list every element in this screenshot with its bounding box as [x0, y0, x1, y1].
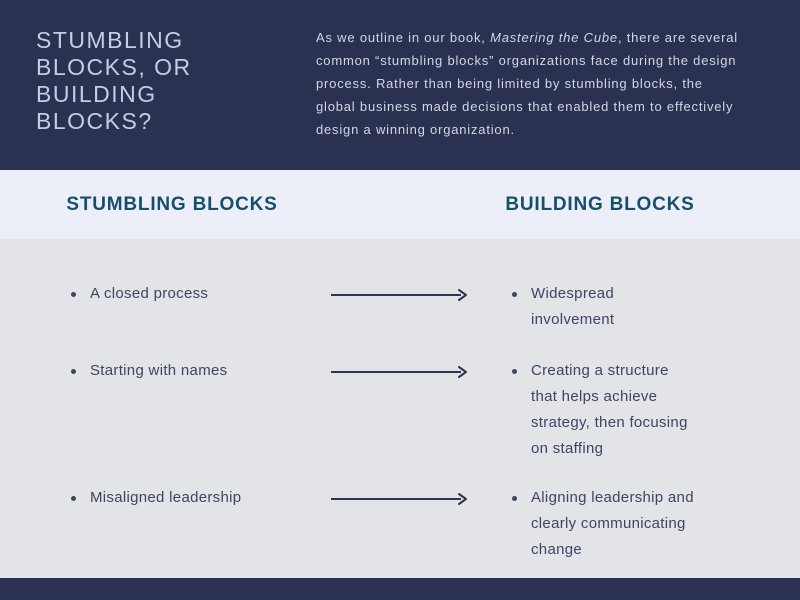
hero-header: STUMBLING BLOCKS, OR BUILDING BLOCKS? As…	[0, 0, 800, 170]
page-title: STUMBLING BLOCKS, OR BUILDING BLOCKS?	[36, 27, 192, 134]
stumbling-blocks-header: STUMBLING BLOCKS	[66, 193, 278, 215]
stumbling-item-label: Misaligned leadership	[90, 489, 242, 506]
bullet-dot	[512, 292, 517, 297]
arrow-right-icon	[330, 485, 470, 563]
building-item: Widespread involvement	[470, 281, 720, 333]
comparison-row: Starting with names Creating a structure…	[60, 358, 800, 462]
column-header-band: STUMBLING BLOCKS BUILDING BLOCKS	[0, 170, 800, 239]
intro-paragraph-part2: , there are several common “stumbling bl…	[316, 30, 738, 137]
building-item-label: Creating a structure that helps achieve …	[531, 362, 688, 457]
building-blocks-header: BUILDING BLOCKS	[505, 193, 695, 215]
bullet-dot	[512, 496, 517, 501]
arrow-right-icon	[330, 281, 470, 333]
stumbling-item: Starting with names	[60, 358, 330, 462]
building-item-label: Widespread involvement	[531, 285, 615, 328]
intro-paragraph-part1: As we outline in our book,	[316, 30, 491, 45]
bullet-dot	[71, 496, 76, 501]
bullet-dot	[71, 292, 76, 297]
building-item: Creating a structure that helps achieve …	[470, 358, 720, 462]
building-item: Aligning leadership and clearly communic…	[470, 485, 720, 563]
bullet-dot	[71, 369, 76, 374]
building-item-label: Aligning leadership and clearly communic…	[531, 489, 694, 558]
comparison-row: A closed process Widespread involvement	[60, 281, 800, 333]
intro-paragraph: As we outline in our book, Mastering the…	[316, 26, 740, 141]
stumbling-item-label: Starting with names	[90, 362, 228, 379]
book-title-italic: Mastering the Cube	[490, 30, 618, 45]
stumbling-item-label: A closed process	[90, 285, 209, 302]
bullet-dot	[512, 369, 517, 374]
stumbling-item: Misaligned leadership	[60, 485, 330, 563]
footer-strip	[0, 578, 800, 600]
comparison-row: Misaligned leadership Aligning leadershi…	[60, 485, 800, 563]
arrow-right-icon	[330, 358, 470, 462]
stumbling-item: A closed process	[60, 281, 330, 333]
comparison-list: A closed process Widespread involvement …	[0, 239, 800, 563]
